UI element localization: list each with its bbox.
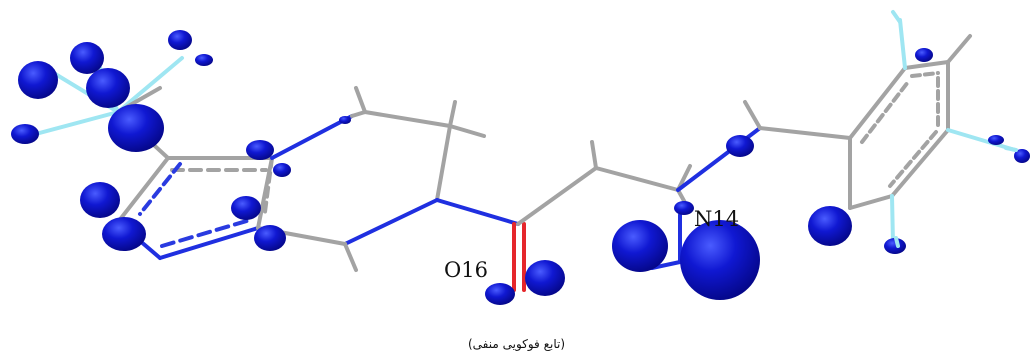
lobe-o16	[485, 260, 565, 305]
lobe-n14	[612, 201, 760, 300]
hydrogen-tips	[891, 10, 1018, 248]
lobe-cf3	[11, 30, 213, 152]
figure-caption: (تابع فوکویی منفی)	[467, 337, 566, 351]
isosurface-lobes	[11, 30, 1030, 305]
bonds	[30, 18, 1017, 292]
lobe-ring-n	[339, 116, 351, 124]
piperazine-ring	[256, 86, 486, 272]
atom-label-n14: N14	[694, 207, 739, 231]
phenyl-ring	[848, 18, 1017, 246]
lobe-phenyl	[808, 48, 1030, 254]
lobe-chain-nh	[726, 135, 754, 157]
atom-label-o16: O16	[444, 258, 488, 282]
lobe-pyrazole	[80, 140, 291, 251]
